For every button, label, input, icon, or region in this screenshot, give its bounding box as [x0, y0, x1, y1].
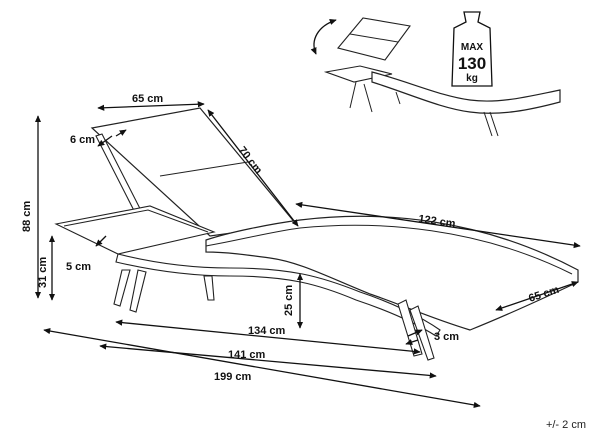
- label-total-height: 88 cm: [21, 201, 33, 232]
- label-frame-thickness: 6 cm: [70, 134, 95, 146]
- weight-line3: kg: [466, 73, 478, 84]
- label-leg-width: 3 cm: [434, 331, 459, 343]
- label-seat-length: 122 cm: [418, 213, 457, 230]
- label-backrest-width: 65 cm: [132, 93, 163, 105]
- label-ground-clearance: 25 cm: [283, 285, 295, 316]
- dimension-lines: [34, 101, 581, 409]
- tolerance-note: +/- 2 cm: [545, 419, 586, 431]
- weight-line2: 130: [458, 54, 486, 73]
- label-length-134: 134 cm: [248, 325, 286, 337]
- label-seat-height: 31 cm: [37, 257, 49, 288]
- label-length-141: 141 cm: [228, 349, 266, 361]
- label-total-length: 199 cm: [214, 371, 252, 383]
- weight-line1: MAX: [461, 42, 484, 53]
- preview-lounger: [310, 17, 561, 137]
- weight-icon: MAX 130 kg: [451, 11, 493, 87]
- rotate-arrow-icon: [310, 19, 337, 55]
- label-leg-offset: 5 cm: [66, 261, 91, 273]
